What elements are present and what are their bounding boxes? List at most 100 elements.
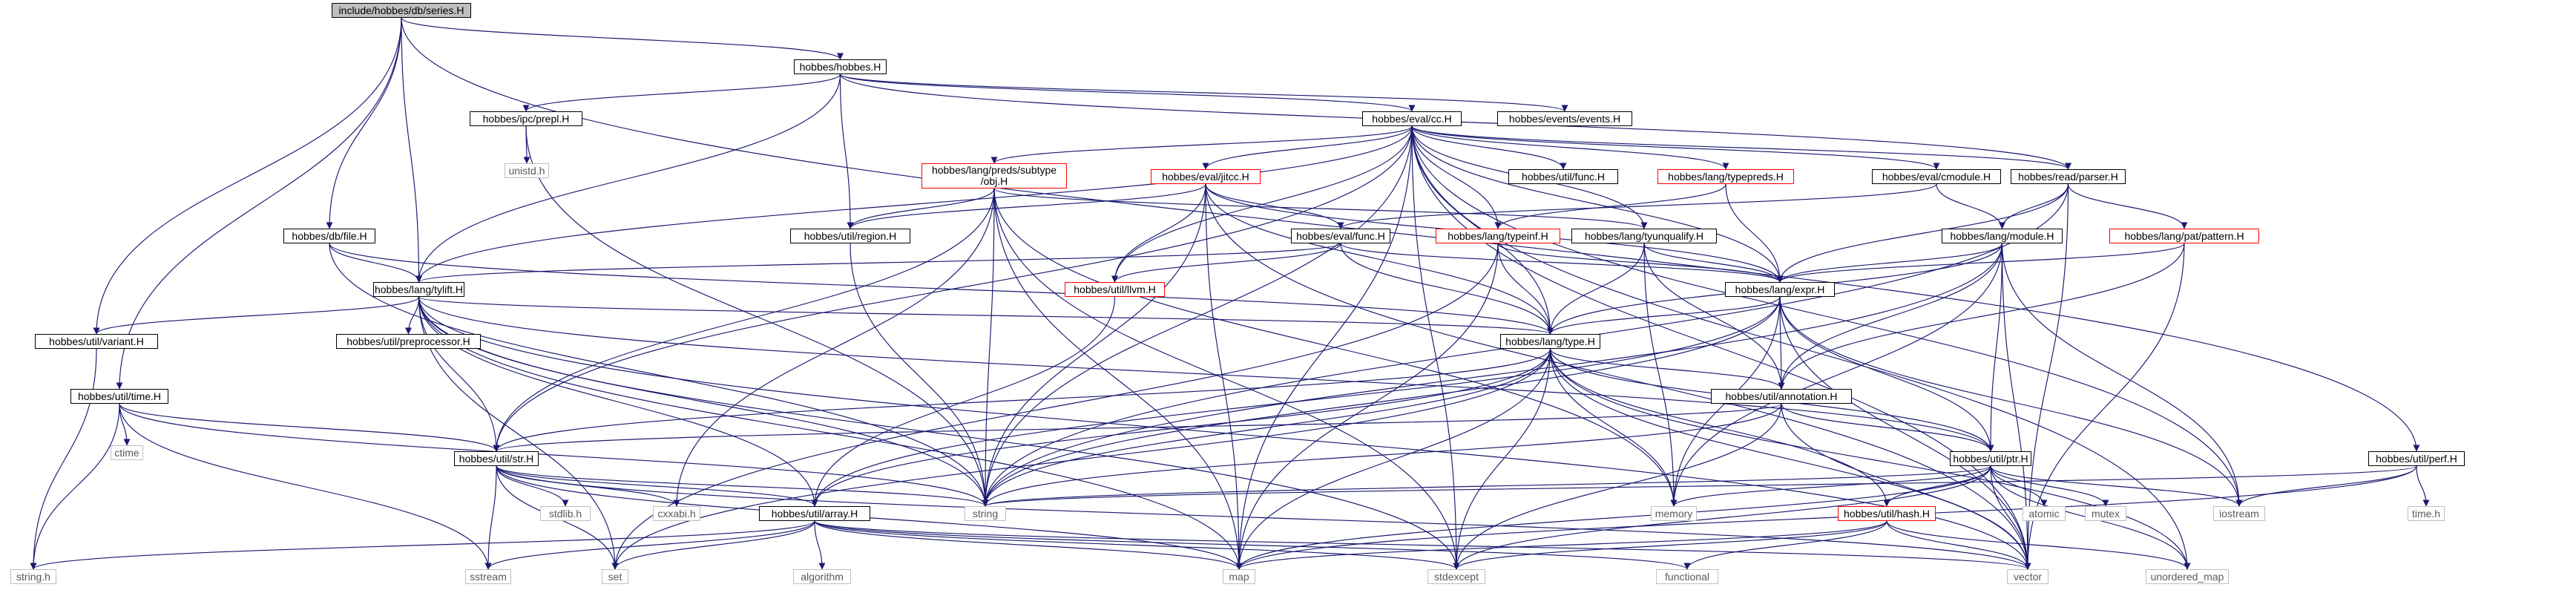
node-expr[interactable]: hobbes/lang/expr.H (1725, 282, 1835, 297)
node-timeh: time.h (2408, 506, 2445, 521)
edge-ptr-mutex (1990, 465, 2109, 507)
node-jitcc[interactable]: hobbes/eval/jitcc.H (1151, 169, 1261, 184)
node-ctime: ctime (111, 445, 143, 460)
edge-expr-type (1547, 296, 1781, 335)
edge-cc-map (1235, 125, 1413, 570)
edge-hobbes-events (839, 73, 1568, 112)
node-cc[interactable]: hobbes/eval/cc.H (1362, 111, 1462, 126)
edge-array-map (814, 520, 1243, 570)
node-ufunc[interactable]: hobbes/util/func.H (1508, 169, 1618, 184)
edge-efunc-expr (1340, 243, 1784, 283)
edge-time-string (119, 403, 989, 507)
edge-annot-str (493, 403, 1782, 452)
node-label: unordered_map (2150, 570, 2224, 583)
node-label: hobbes/util/region.H (804, 229, 897, 242)
edge-annot-stdexcept (1453, 403, 1782, 570)
edge-hobbes-region (839, 73, 854, 229)
node-label: hobbes/ipc/prepl.H (482, 112, 570, 125)
node-efunc[interactable]: hobbes/eval/func.H (1291, 229, 1390, 243)
node-ptr[interactable]: hobbes/util/ptr.H (1950, 451, 2031, 466)
edge-hobbes-cc (839, 73, 1416, 112)
edge-cc-jitcc (1202, 125, 1413, 170)
node-label: hobbes/util/preprocessor.H (346, 335, 470, 347)
edge-cc-tylift (415, 125, 1413, 283)
edge-series-hobbes (401, 17, 844, 60)
edge-ptr-iostream (1990, 465, 2243, 507)
edge-type-array (811, 348, 1551, 507)
edge-dbfile-type (329, 243, 1554, 335)
node-preproc[interactable]: hobbes/util/preprocessor.H (336, 334, 481, 349)
edge-tyunq-expr (1643, 243, 1784, 283)
node-subtype[interactable]: hobbes/lang/preds/subtype /obj.H (921, 163, 1067, 189)
node-perf[interactable]: hobbes/util/perf.H (2368, 451, 2465, 466)
node-hobbes[interactable]: hobbes/hobbes.H (794, 59, 887, 74)
node-parser[interactable]: hobbes/read/parser.H (2011, 169, 2126, 184)
node-hash[interactable]: hobbes/util/hash.H (1838, 506, 1936, 521)
edge-cc-ufunc (1411, 125, 1567, 170)
node-tyunq[interactable]: hobbes/lang/tyunqualify.H (1571, 229, 1717, 243)
edge-hash-vector (1886, 520, 2031, 570)
edge-module-string (982, 243, 2003, 507)
edge-cc-string (982, 125, 1413, 507)
node-events[interactable]: hobbes/events/events.H (1497, 111, 1632, 126)
node-label: cxxabi.h (657, 507, 696, 520)
edge-typeinf-type (1497, 243, 1554, 335)
node-region[interactable]: hobbes/util/region.H (790, 229, 910, 243)
node-pattern[interactable]: hobbes/lang/pat/pattern.H (2109, 229, 2259, 243)
edge-expr-string (982, 296, 1781, 507)
node-tylift[interactable]: hobbes/lang/tylift.H (373, 282, 464, 297)
edge-ptr-memory (1670, 465, 1991, 507)
edge-cc-expr (1411, 125, 1784, 283)
node-module[interactable]: hobbes/lang/module.H (1942, 229, 2063, 243)
edge-perf-string (982, 465, 2417, 507)
edge-perf-iostream (2235, 465, 2417, 507)
edge-expr-annot (1778, 296, 1785, 390)
edge-str-sstream (484, 465, 497, 570)
node-label: sstream (470, 570, 507, 583)
edge-jitcc-string (982, 183, 1206, 507)
node-label: unistd.h (508, 164, 545, 177)
node-set: set (602, 569, 628, 584)
node-typeinf[interactable]: hobbes/lang/typeinf.H (1436, 229, 1560, 243)
node-time[interactable]: hobbes/util/time.H (70, 389, 168, 404)
edge-type-annot (1549, 348, 1785, 390)
node-prepl[interactable]: hobbes/ipc/prepl.H (470, 111, 582, 126)
node-typepreds[interactable]: hobbes/lang/typepreds.H (1657, 169, 1794, 184)
node-label: hobbes/util/str.H (459, 452, 534, 465)
edge-cc-stdexcept (1411, 125, 1460, 570)
edge-jitcc-efunc (1205, 183, 1344, 229)
node-iostream: iostream (2213, 506, 2265, 521)
node-dbfile[interactable]: hobbes/db/file.H (283, 229, 375, 243)
node-label: hobbes/util/array.H (771, 507, 858, 520)
node-llvm[interactable]: hobbes/util/llvm.H (1065, 282, 1165, 297)
edge-tyunq-type (1547, 243, 1645, 335)
node-label: hobbes/util/perf.H (2376, 452, 2457, 465)
edge-tylift-variant (93, 296, 420, 335)
node-vector: vector (2007, 569, 2048, 584)
node-label: hobbes/read/parser.H (2018, 170, 2118, 183)
node-label: hobbes/util/time.H (77, 390, 162, 402)
node-variant[interactable]: hobbes/util/variant.H (35, 334, 158, 349)
edge-typeinf-expr (1497, 243, 1784, 283)
node-str[interactable]: hobbes/util/str.H (454, 451, 539, 466)
edge-expr-array (811, 296, 1781, 507)
edge-expr-ptr (1779, 296, 1994, 452)
edge-series-variant (93, 17, 402, 335)
edge-jitcc-type (1205, 183, 1554, 335)
edge-variant-stringh (30, 348, 97, 570)
edge-dbfile-tylift (329, 243, 422, 283)
edge-type-hash (1549, 348, 1890, 507)
node-type[interactable]: hobbes/lang/type.H (1500, 334, 1600, 349)
edge-tylift-preproc (405, 296, 420, 335)
node-array[interactable]: hobbes/util/array.H (759, 506, 870, 521)
edge-type-set (611, 348, 1551, 570)
edge-type-memory (1549, 348, 1678, 507)
edge-tylift-ptr (418, 296, 1994, 452)
node-cmodule[interactable]: hobbes/eval/cmodule.H (1872, 169, 2001, 184)
node-annot[interactable]: hobbes/util/annotation.H (1711, 389, 1852, 404)
node-label: hobbes/db/file.H (292, 229, 367, 242)
node-memory: memory (1651, 506, 1697, 521)
node-label: hobbes/lang/preds/subtype /obj.H (931, 164, 1057, 187)
edge-typepreds-expr (1725, 183, 1784, 283)
edge-series-tylift (401, 17, 422, 283)
